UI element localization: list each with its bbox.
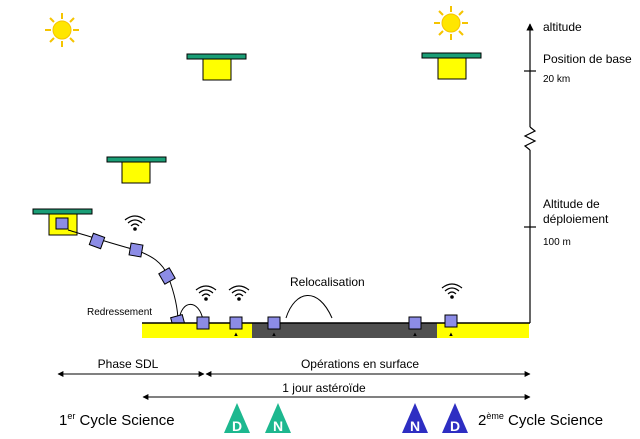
spacecraft-icon bbox=[421, 52, 482, 80]
second-cycle-label: 2ème Cycle Science bbox=[478, 411, 603, 429]
spacecraft-icon bbox=[106, 156, 167, 184]
deploy-label-line1: Altitude de bbox=[543, 197, 600, 211]
signal-icon bbox=[228, 285, 250, 301]
one-day-label: 1 jour astéroïde bbox=[282, 381, 366, 395]
lander-icon: ▲ bbox=[408, 316, 422, 338]
relocalisation-label: Relocalisation bbox=[290, 275, 365, 289]
ground-yellow-left bbox=[142, 323, 252, 338]
deploy-value: 100 m bbox=[543, 237, 571, 248]
altitude-axis bbox=[523, 23, 537, 323]
lander-icon bbox=[196, 316, 210, 330]
surface-ops-label: Opérations en surface bbox=[301, 357, 419, 371]
ground-dark bbox=[252, 323, 437, 338]
direction-marker: N bbox=[402, 403, 428, 434]
marker-letter: D bbox=[450, 418, 460, 434]
lander-icon bbox=[88, 232, 106, 250]
marker-letter: N bbox=[410, 418, 420, 434]
direction-marker: N bbox=[265, 403, 291, 434]
marker-letter: D bbox=[232, 418, 242, 434]
svg-text:▲: ▲ bbox=[271, 332, 277, 338]
sun-icon bbox=[434, 6, 468, 40]
base-value: 20 km bbox=[543, 74, 570, 85]
spacecraft-icon bbox=[186, 53, 247, 81]
lander-icon bbox=[158, 267, 176, 285]
lander-icon: ▲ bbox=[229, 316, 243, 338]
base-label: Position de base bbox=[543, 52, 632, 66]
svg-text:▲: ▲ bbox=[448, 332, 454, 338]
sun-icon bbox=[45, 13, 79, 47]
marker-letter: N bbox=[273, 418, 283, 434]
lander-icon bbox=[128, 242, 144, 258]
signal-icon bbox=[195, 285, 217, 301]
lander-icon: ▲ bbox=[444, 314, 458, 338]
phase-sdl-label: Phase SDL bbox=[98, 357, 159, 371]
direction-marker: D bbox=[224, 403, 250, 434]
relocalisation-hop bbox=[285, 295, 333, 319]
axis-title: altitude bbox=[543, 20, 582, 34]
first-cycle-label: 1er Cycle Science bbox=[59, 411, 175, 429]
svg-text:▲: ▲ bbox=[233, 332, 239, 338]
signal-icon bbox=[441, 283, 463, 299]
redressement-label: Redressement bbox=[87, 307, 152, 318]
direction-marker: D bbox=[442, 403, 468, 434]
deploy-label-line2: déploiement bbox=[543, 212, 609, 226]
lander-icon: ▲ bbox=[267, 316, 281, 338]
svg-text:▲: ▲ bbox=[412, 332, 418, 338]
signal-icon bbox=[124, 215, 146, 231]
ground-yellow-right bbox=[437, 323, 529, 338]
spacecraft-icon bbox=[32, 208, 93, 236]
